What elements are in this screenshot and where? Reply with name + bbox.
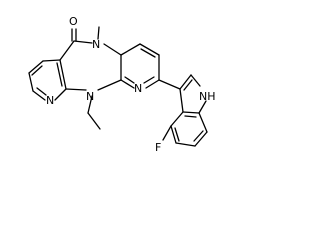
atom-label-nh-indole: NH [199,90,216,103]
bond-rp-6b [124,76,135,84]
bond-benz-3 [175,142,196,147]
bond-ind5-1b [183,79,193,91]
bond-benz-2 [170,125,177,144]
atom-label-fluorine: F [155,141,161,154]
bond-rp-3b [140,48,156,58]
atom-label-n-ethyl: N [86,90,94,103]
bond-c-nme [73,40,93,44]
bond-benz-6b [184,115,197,118]
bond-ind5-1 [179,74,192,90]
bond-link [158,79,181,90]
bond-rp-6 [120,79,135,89]
atom-label-oxygen: O [69,15,78,28]
bond-rp-3 [139,43,160,56]
bond-nme-c [103,43,122,56]
bond-benz-5 [198,112,208,133]
bond-ind5-5 [179,88,184,113]
bond-ethyl-1 [87,95,93,114]
atom-label-n-methyl: N [92,38,100,51]
bond-ind5-3 [198,100,207,114]
bond-rp-2 [120,43,141,56]
molecule-structure-diagram: O N N N N NH F [28,15,216,154]
bond-lines [28,26,208,147]
bond-benz-4 [194,131,208,147]
bond-lp-2 [28,60,44,74]
bond-rp-5b [143,76,155,84]
bond-benz-4b [193,130,204,142]
bond-benz-2b [174,127,180,142]
bond-lp-4 [32,90,46,101]
atom-label-n-pyridine-right: N [134,82,142,95]
bond-ind5-2 [190,74,201,87]
bond-lp-5 [54,88,67,101]
bond-ind5-4 [182,111,200,114]
bond-lp-6 [59,59,67,90]
bond-n-methyl [97,26,100,40]
bond-benz-1 [170,111,184,127]
bond-lp-3 [28,72,34,92]
bond-c-f [162,125,172,141]
bond-c-c4a [59,40,75,61]
atom-labels: O N N N N NH F [46,15,216,154]
bond-c-net [65,88,87,91]
bond-ethyl-2 [87,112,101,130]
bond-rp-5 [145,79,160,89]
bond-net-c [97,79,122,91]
bond-lp-4b [36,87,47,96]
structure-canvas: O N N N N NH F [28,15,216,154]
atom-label-n-pyridine-left: N [46,94,54,107]
bond-lp-6b [56,62,63,87]
bond-lp-2b [31,65,43,76]
bond-lp-1 [42,59,61,62]
